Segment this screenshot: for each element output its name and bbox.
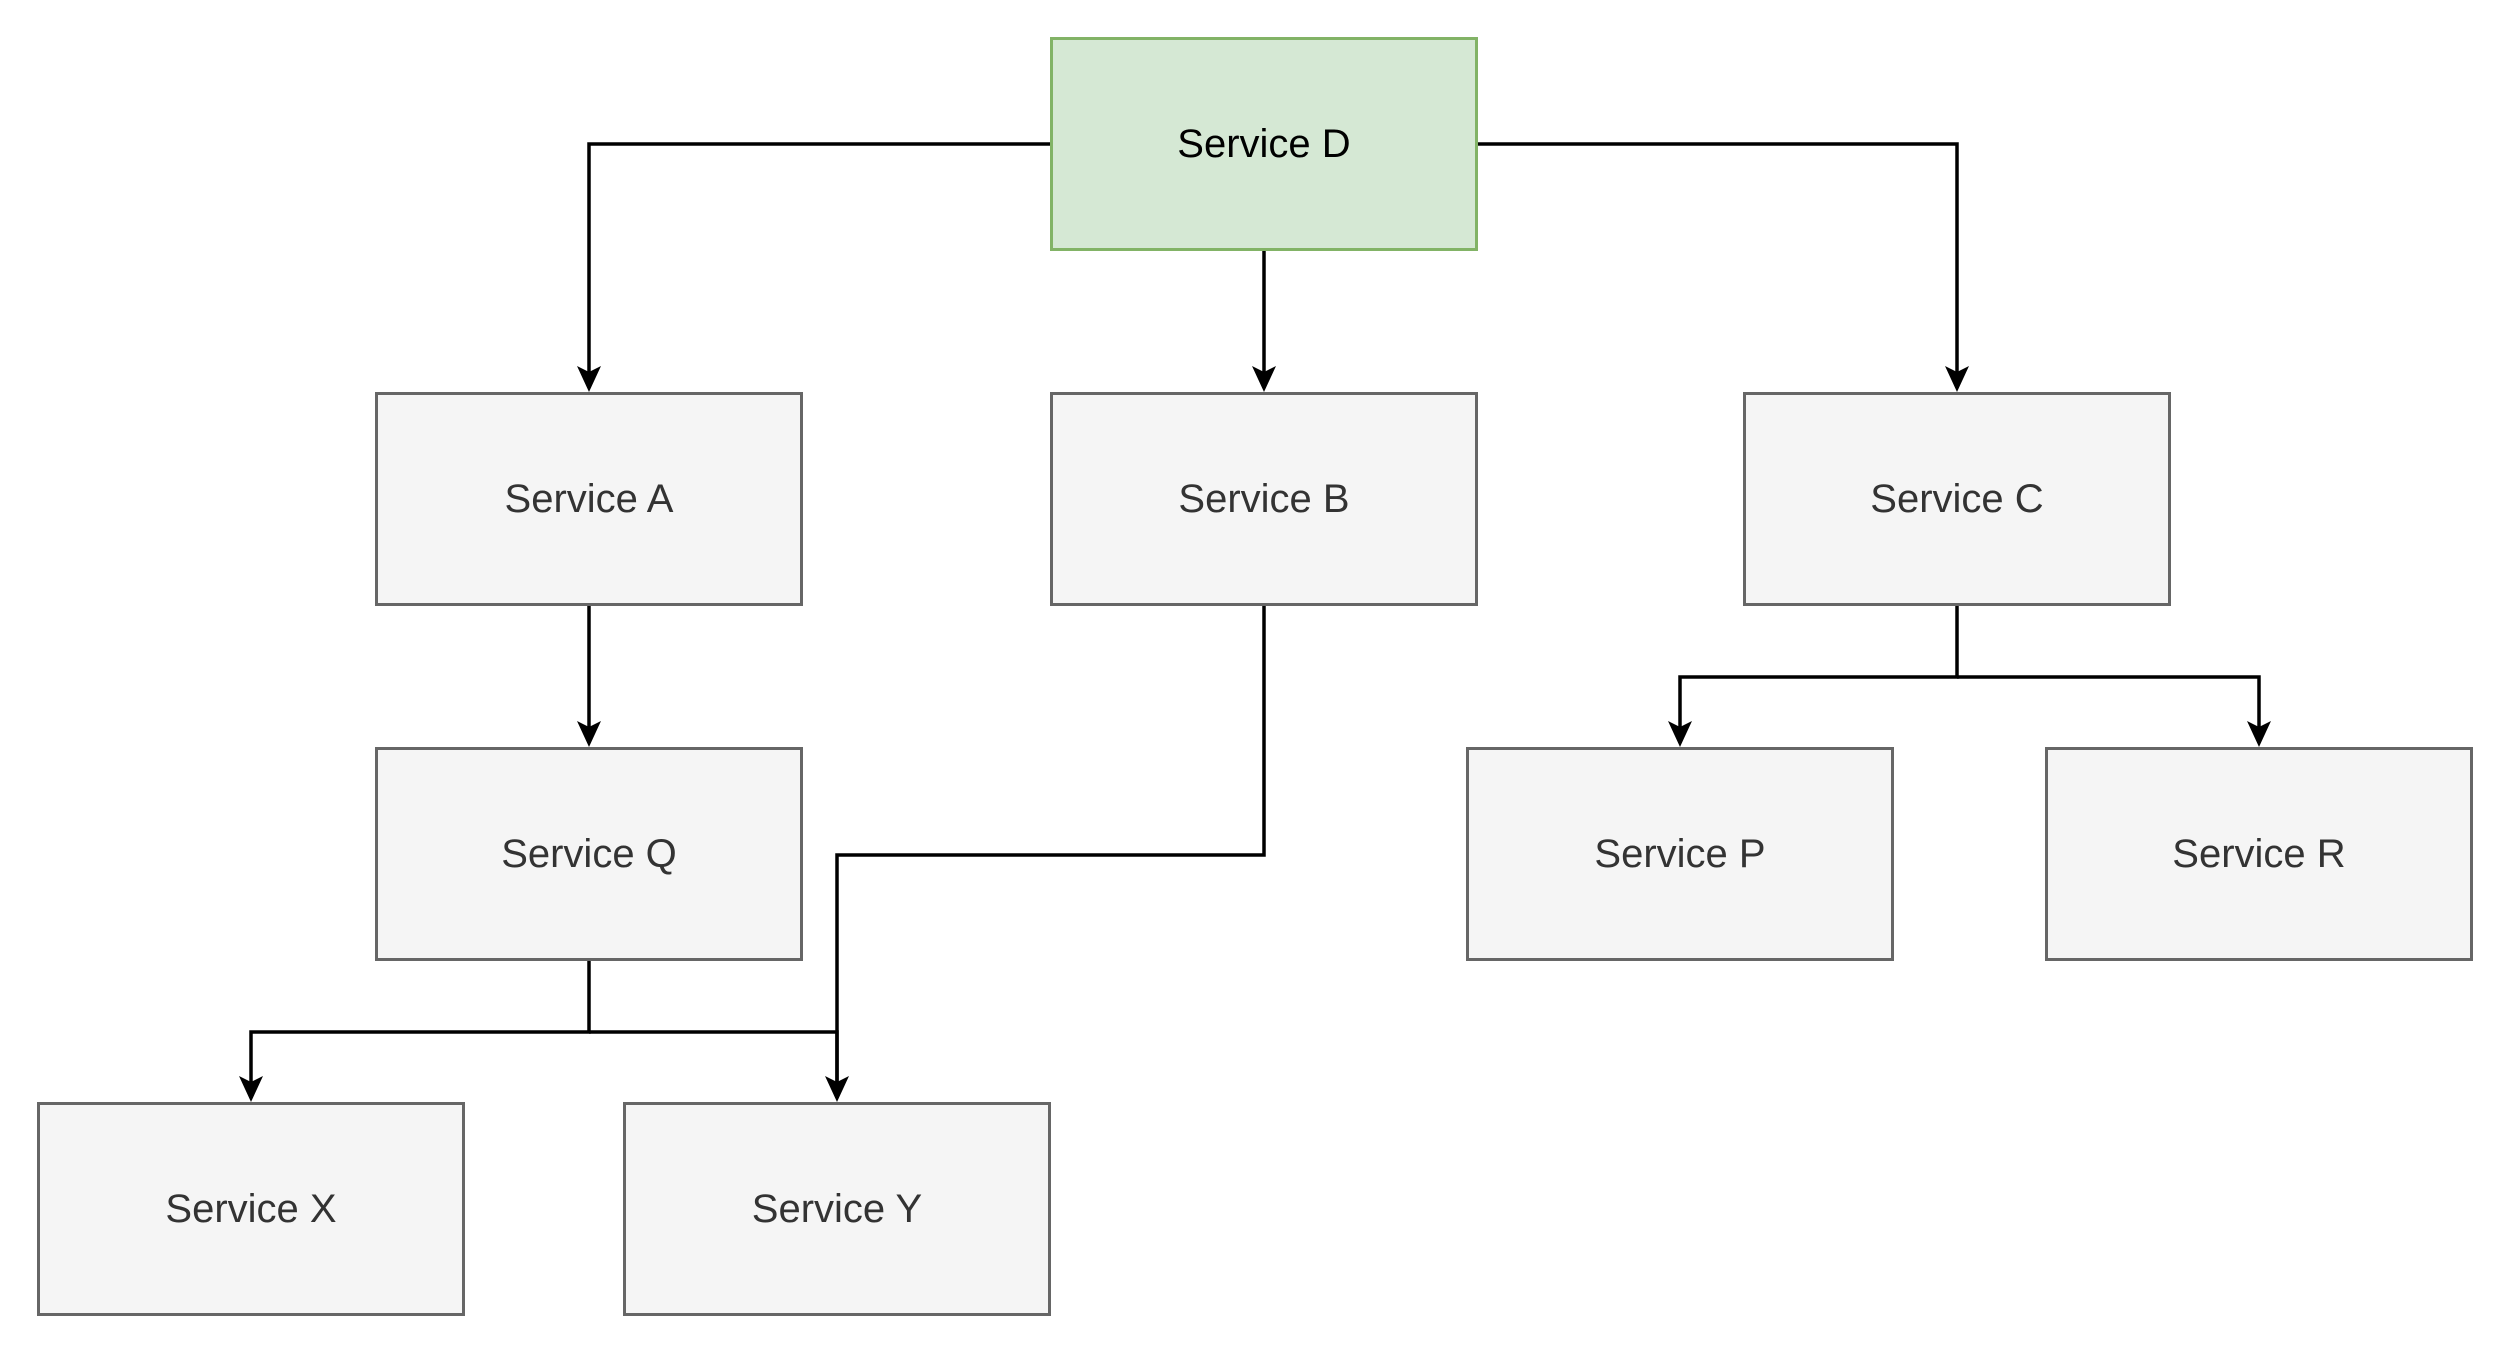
node-service-d[interactable]: Service D bbox=[1050, 37, 1478, 251]
edge-b-to-y bbox=[835, 606, 1266, 1098]
node-service-y[interactable]: Service Y bbox=[623, 1102, 1051, 1316]
edge-q-to-x bbox=[249, 961, 591, 1098]
node-label: Service X bbox=[165, 1186, 337, 1231]
node-label: Service P bbox=[1594, 831, 1766, 876]
node-label: Service Q bbox=[501, 831, 677, 876]
arrowhead-r bbox=[2247, 721, 2271, 747]
node-service-r[interactable]: Service R bbox=[2045, 747, 2473, 961]
node-service-p[interactable]: Service P bbox=[1466, 747, 1894, 961]
node-service-q[interactable]: Service Q bbox=[375, 747, 803, 961]
node-label: Service A bbox=[504, 476, 674, 521]
node-label: Service Y bbox=[751, 1186, 923, 1231]
node-service-b[interactable]: Service B bbox=[1050, 392, 1478, 606]
arrowhead-p bbox=[1668, 721, 1692, 747]
arrowhead-b bbox=[1252, 366, 1276, 392]
edge-c-to-p bbox=[1678, 606, 1959, 743]
node-service-x[interactable]: Service X bbox=[37, 1102, 465, 1316]
node-label: Service C bbox=[1870, 476, 2044, 521]
edge-d-to-c bbox=[1478, 142, 1959, 388]
arrowhead-y bbox=[825, 1076, 849, 1102]
edge-c-to-r bbox=[1957, 675, 2261, 743]
edge-q-to-y bbox=[589, 1030, 839, 1098]
node-label: Service R bbox=[2172, 831, 2346, 876]
arrowhead-x bbox=[239, 1076, 263, 1102]
arrowhead-a bbox=[577, 366, 601, 392]
edge-d-to-a bbox=[587, 142, 1050, 388]
node-service-c[interactable]: Service C bbox=[1743, 392, 2171, 606]
arrowhead-q bbox=[577, 721, 601, 747]
arrowhead-c bbox=[1945, 366, 1969, 392]
node-service-a[interactable]: Service A bbox=[375, 392, 803, 606]
node-label: Service B bbox=[1178, 476, 1350, 521]
node-label: Service D bbox=[1177, 121, 1351, 166]
